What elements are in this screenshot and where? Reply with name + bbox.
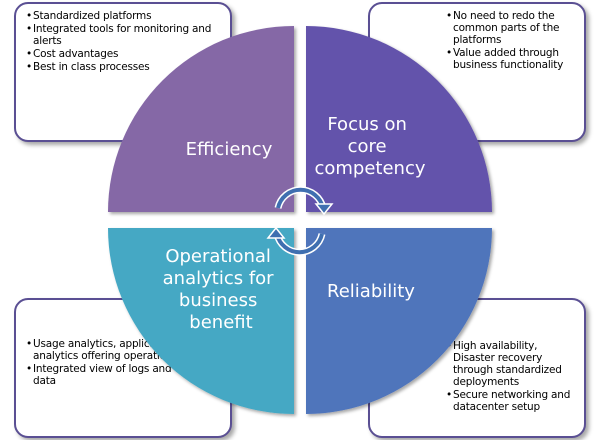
bullet-item: No need to redo the common parts of the … (446, 10, 578, 46)
bullet-item: Value added through business functionali… (446, 47, 578, 71)
label-line: benefit (189, 312, 252, 333)
bullet-item: Best in class processes (26, 61, 224, 73)
quadrant-label-analytics: Operational analytics for business benef… (163, 246, 280, 333)
quadrant-efficiency (108, 26, 294, 212)
efficiency-bullet-list: Standardized platforms Integrated tools … (26, 10, 224, 73)
label-line: business (179, 290, 257, 311)
label-line: Reliability (327, 281, 415, 302)
label-line: competency (314, 158, 425, 179)
bullet-item: High availability, Disaster recovery thr… (446, 340, 578, 388)
bullet-item: Integrated tools for monitoring and aler… (26, 23, 224, 47)
label-line: core (348, 136, 387, 157)
label-line: Operational (165, 246, 271, 267)
label-line: Focus on (327, 114, 407, 135)
quadrant-focus-on-core-competency (306, 26, 492, 212)
quadrant-reliability (306, 228, 492, 414)
bullet-item: Cost advantages (26, 48, 224, 60)
reliability-bullet-list: High availability, Disaster recovery thr… (446, 340, 578, 413)
quadrant-label-efficiency: Efficiency (186, 139, 273, 160)
bullet-item: Integrated view of logs and usage data (26, 363, 224, 387)
focus-bullet-list: No need to redo the common parts of the … (446, 10, 578, 71)
label-line: Efficiency (186, 139, 273, 160)
bullet-item: Standardized platforms (26, 10, 224, 22)
quadrant-operational-analytics (108, 228, 294, 414)
cycle-arrows-icon (266, 186, 334, 256)
label-line: analytics for (163, 268, 275, 289)
quadrant-label-reliability: Reliability (327, 281, 415, 302)
quadrant-label-focus: Focus on core competency (314, 114, 425, 179)
bullet-item: Secure networking and datacenter setup (446, 389, 578, 413)
